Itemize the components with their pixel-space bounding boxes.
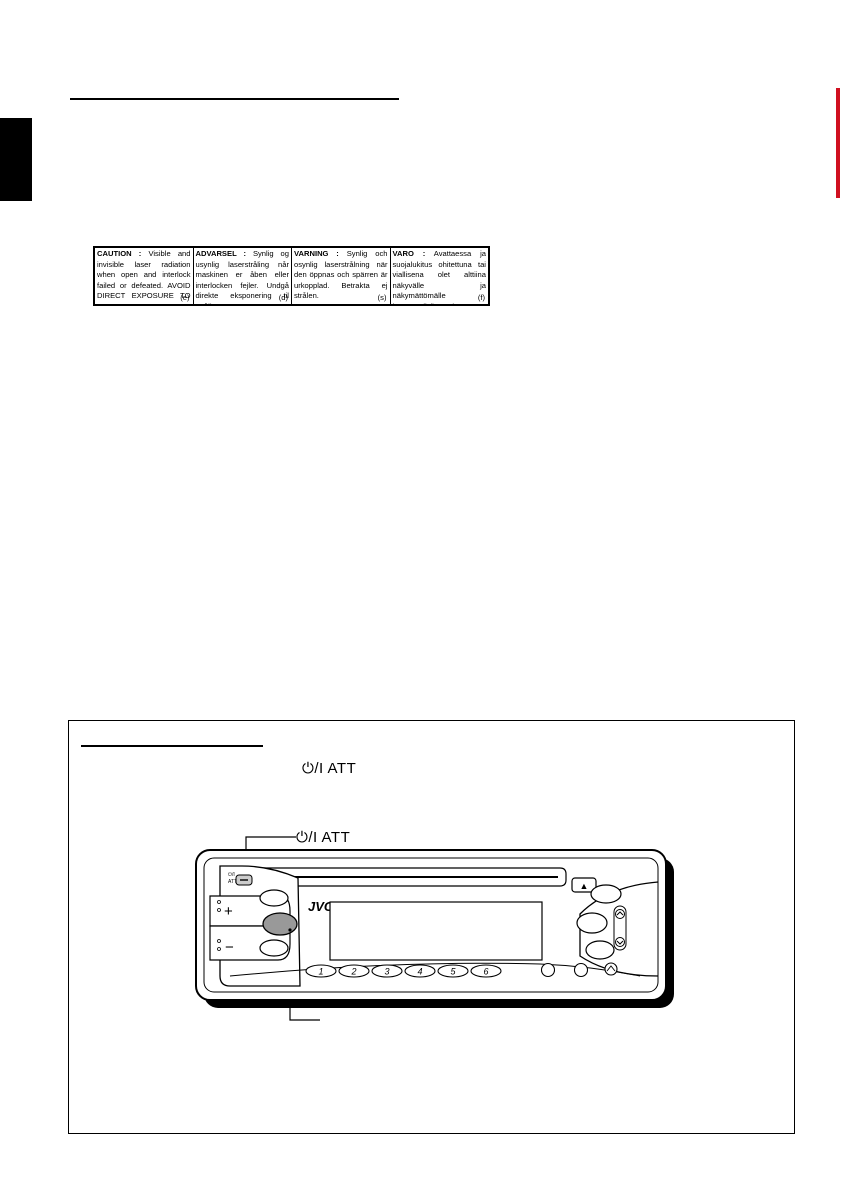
preset-button-1[interactable] (305, 964, 337, 978)
preset-button-5[interactable] (437, 964, 469, 978)
volume-down-dot (217, 947, 221, 951)
volume-plus-icon: + (224, 903, 233, 920)
display-window (329, 901, 543, 961)
power-mini-label: ⏻/I (228, 872, 235, 878)
right-bottom-button[interactable] (585, 940, 615, 960)
control-knob[interactable] (262, 912, 298, 936)
seek-up-chevron-icon (616, 911, 624, 916)
att-button-inline-label: ⏻/I ATT (302, 760, 357, 777)
att-mini-label: ATT (228, 879, 237, 885)
panel-inner-frame (203, 857, 659, 993)
seek-down-chevron-icon (616, 940, 624, 945)
page-edge-red-mark (836, 88, 840, 198)
jvc-logo: JVC (308, 899, 334, 914)
advarsel-heading: ADVARSEL : (195, 249, 247, 258)
volume-minus-icon: − (225, 939, 234, 956)
att-button-callout-label: ⏻/I ATT (296, 829, 351, 846)
volume-down-dot (217, 939, 221, 943)
round-button-b[interactable] (573, 962, 589, 978)
preset-label: 6 (483, 967, 488, 977)
control-panel-box (68, 720, 795, 1134)
advarsel-code: (d) (278, 292, 288, 302)
preset-label: 3 (384, 967, 389, 977)
varning-code: (s) (377, 292, 387, 302)
eject-icon: ▲ (580, 881, 589, 891)
varo-body: Avattaessa ja suojalukitus ohitettuna ta… (392, 249, 487, 304)
round-button-a[interactable] (540, 962, 556, 978)
advarsel-body: Synlig og usynlig laserstråling når mask… (195, 249, 290, 304)
caution-body: Visible and invisible laser radiation wh… (97, 249, 191, 304)
preset-label: 1 (318, 967, 323, 977)
right-top-button[interactable] (590, 884, 622, 904)
preset-label: 2 (350, 967, 356, 977)
preset-label: 4 (417, 967, 422, 977)
varning-body: Synlig och osynlig laserstrålning när de… (294, 249, 388, 300)
seek-up-icon (615, 909, 625, 919)
eject-button[interactable] (571, 877, 597, 893)
preset-button-4[interactable] (404, 964, 436, 978)
upper-source-button[interactable] (259, 889, 289, 907)
caution-label-finnish: VARO : Avattaessa ja suojalukitus ohitet… (391, 248, 489, 304)
caution-label-danish: ADVARSEL : Synlig og usynlig laserstråli… (194, 248, 292, 304)
seek-down-icon (615, 937, 625, 947)
release-icon (606, 965, 616, 972)
caution-label-swedish: VARNING : Synlig och osynlig laserstråln… (292, 248, 391, 304)
language-tab (0, 118, 32, 201)
preset-button-3[interactable] (371, 964, 403, 978)
top-heading-rule (70, 98, 399, 100)
right-middle-button[interactable] (576, 912, 608, 934)
caution-heading: CAUTION : (97, 249, 142, 258)
preset-button-6[interactable] (470, 964, 502, 978)
knob-dot (288, 928, 292, 932)
varo-code: (f) (477, 292, 485, 302)
release-button[interactable] (604, 962, 618, 976)
preset-button-2[interactable] (338, 964, 370, 978)
caution-code: (e) (180, 292, 190, 302)
volume-up-dot (217, 900, 221, 904)
box-heading-rule (81, 745, 263, 747)
preset-buttons: 1 2 3 4 5 6 (305, 964, 502, 978)
varning-heading: VARNING : (294, 249, 339, 258)
laser-caution-label: CAUTION : Visible and invisible laser ra… (93, 246, 490, 306)
car-stereo-diagram: ▲ ⏻/I ATT + − JVC 1 2 3 4 5 6 (195, 836, 674, 1021)
volume-up-dot (217, 908, 221, 912)
caution-label-english: CAUTION : Visible and invisible laser ra… (95, 248, 194, 304)
varo-heading: VARO : (392, 249, 426, 258)
preset-label: 5 (450, 967, 456, 977)
lower-source-button[interactable] (259, 939, 289, 957)
